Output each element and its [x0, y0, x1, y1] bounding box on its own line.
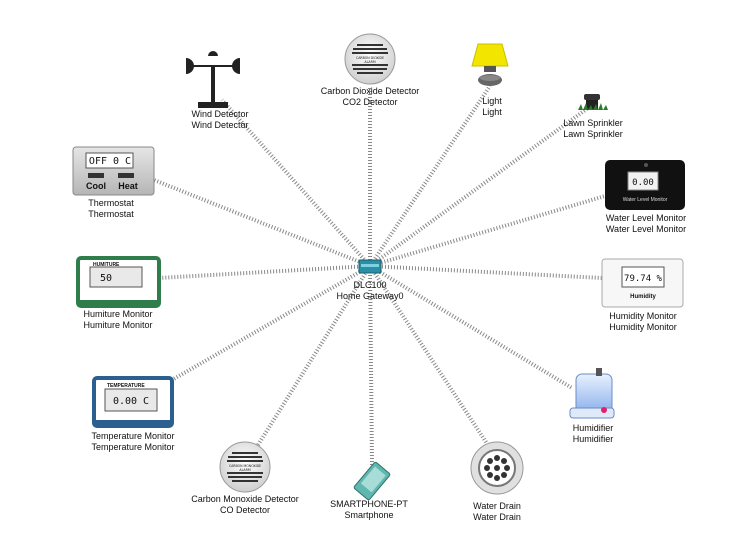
wind-name: Wind Detector: [191, 109, 249, 119]
link-light: [368, 84, 492, 268]
temperature-monitor-icon: TEMPERATURE 0.00 C: [92, 376, 174, 428]
humidifier-label: Humidifier Humidifier: [573, 423, 614, 445]
link-wind: [220, 98, 372, 268]
wind-label: Wind Detector Wind Detector: [191, 109, 248, 131]
humidity-subtitle: Humidity Monitor: [609, 322, 677, 332]
thermostat-heat-label: Heat: [118, 181, 138, 191]
device-wind[interactable]: [186, 51, 240, 108]
gateway-icon: [358, 259, 382, 274]
device-water-level[interactable]: 0.00 Water Level Monitor: [605, 160, 685, 210]
drain-name: Water Drain: [473, 501, 521, 511]
device-light[interactable]: [471, 43, 509, 86]
device-humiture[interactable]: HUMITURE 50: [76, 256, 161, 308]
device-sprinkler[interactable]: [578, 94, 608, 110]
water-level-subtitle: Water Level Monitor: [605, 224, 687, 234]
humiture-name: Humiture Monitor: [83, 309, 153, 319]
sprinkler-icon: [578, 94, 608, 110]
co-device-text-1: CARBON MONOXIDE: [229, 464, 261, 468]
humiture-header: HUMITURE: [93, 262, 120, 268]
gateway-subtitle: Home Gateway0: [336, 291, 404, 301]
smartphone-name: SMARTPHONE-PT: [330, 499, 408, 509]
thermostat-display: OFF 0 C: [89, 156, 131, 167]
water-level-caption: Water Level Monitor: [623, 197, 668, 203]
device-temperature[interactable]: TEMPERATURE 0.00 C: [92, 376, 174, 428]
thermostat-label: Thermostat Thermostat: [88, 198, 134, 220]
temperature-label: Temperature Monitor Temperature Monitor: [91, 431, 174, 453]
water-level-display: 0.00: [632, 178, 654, 188]
light-name: Light: [482, 96, 502, 106]
sprinkler-name: Lawn Sprinkler: [563, 118, 623, 128]
gateway-label: DLC100 Home Gateway0: [336, 280, 403, 302]
co2-label: Carbon Dioxide Detector CO2 Detector: [321, 86, 420, 108]
humidifier-icon: [569, 368, 615, 419]
smartphone-icon: [353, 461, 391, 501]
device-co2[interactable]: CARBON DIOXIDE ALARM: [344, 33, 396, 85]
water-level-monitor-icon: 0.00 Water Level Monitor: [605, 160, 685, 210]
humiture-label: Humiture Monitor Humiture Monitor: [83, 309, 152, 331]
humidity-label: Humidity Monitor Humidity Monitor: [609, 311, 677, 333]
smartphone-subtitle: Smartphone: [344, 510, 394, 520]
smoke-alarm-icon: CARBON MONOXIDE ALARM: [219, 441, 271, 493]
thermostat-name: Thermostat: [88, 198, 134, 208]
gateway-name: DLC100: [353, 280, 387, 290]
co2-device-text-2: ALARM: [364, 60, 375, 64]
drain-subtitle: Water Drain: [473, 512, 521, 522]
humidity-display: 79.74 %: [624, 274, 663, 284]
drain-label: Water Drain Water Drain: [473, 501, 521, 523]
humiture-display: 50: [100, 273, 112, 284]
link-sprinkler: [368, 106, 590, 268]
co2-device-text-1: CARBON DIOXIDE: [356, 56, 384, 60]
co-label: Carbon Monoxide Detector CO Detector: [191, 494, 299, 516]
wind-subtitle: Wind Detector: [191, 120, 249, 130]
temperature-display: 0.00 C: [113, 396, 149, 407]
light-label: Light Light: [482, 96, 502, 118]
co2-subtitle: CO2 Detector: [342, 97, 398, 107]
lamp-icon: [471, 43, 509, 86]
humidity-caption: Humidity: [630, 294, 656, 300]
drain-icon: [470, 441, 524, 495]
link-humidifier: [368, 264, 574, 390]
link-smartphone: [368, 265, 374, 467]
device-humidifier[interactable]: [569, 368, 615, 419]
humidifier-name: Humidifier: [572, 423, 614, 433]
humiture-monitor-icon: HUMITURE 50: [76, 256, 161, 308]
sprinkler-subtitle: Lawn Sprinkler: [563, 129, 623, 139]
humidity-monitor-icon: 79.74 % Humidity: [601, 258, 684, 308]
light-subtitle: Light: [482, 107, 502, 117]
water-level-name: Water Level Monitor: [605, 213, 687, 223]
co-subtitle: CO Detector: [219, 505, 270, 515]
device-co[interactable]: CARBON MONOXIDE ALARM: [219, 441, 271, 493]
temperature-header: TEMPERATURE: [107, 383, 145, 389]
temperature-subtitle: Temperature Monitor: [91, 442, 175, 452]
device-humidity[interactable]: 79.74 % Humidity: [601, 258, 684, 308]
link-humidity: [369, 264, 603, 280]
thermostat-icon: OFF 0 C Cool Heat: [72, 146, 155, 196]
link-temperature: [171, 264, 371, 382]
link-thermostat: [153, 178, 371, 268]
device-drain[interactable]: [470, 441, 524, 495]
link-water-level: [369, 194, 606, 268]
thermostat-cool-label: Cool: [86, 181, 106, 191]
home-gateway[interactable]: [358, 259, 382, 274]
link-humiture: [158, 264, 371, 280]
sprinkler-label: Lawn Sprinkler Lawn Sprinkler: [563, 118, 623, 140]
smartphone-label: SMARTPHONE-PT Smartphone: [330, 499, 408, 521]
smoke-alarm-icon: CARBON DIOXIDE ALARM: [344, 33, 396, 85]
co-name: Carbon Monoxide Detector: [191, 494, 299, 504]
link-co: [256, 264, 372, 447]
device-thermostat[interactable]: OFF 0 C Cool Heat: [72, 146, 155, 196]
co2-name: Carbon Dioxide Detector: [320, 86, 420, 96]
connection-links: [153, 84, 606, 467]
humiture-subtitle: Humiture Monitor: [83, 320, 153, 330]
thermostat-subtitle: Thermostat: [88, 209, 134, 219]
humidifier-subtitle: Humidifier: [572, 434, 614, 444]
humidity-name: Humidity Monitor: [609, 311, 677, 321]
co-device-text-2: ALARM: [239, 468, 250, 472]
water-level-label: Water Level Monitor Water Level Monitor: [606, 213, 686, 235]
temperature-name: Temperature Monitor: [91, 431, 175, 441]
device-smartphone[interactable]: [353, 461, 391, 501]
anemometer-icon: [186, 51, 240, 108]
